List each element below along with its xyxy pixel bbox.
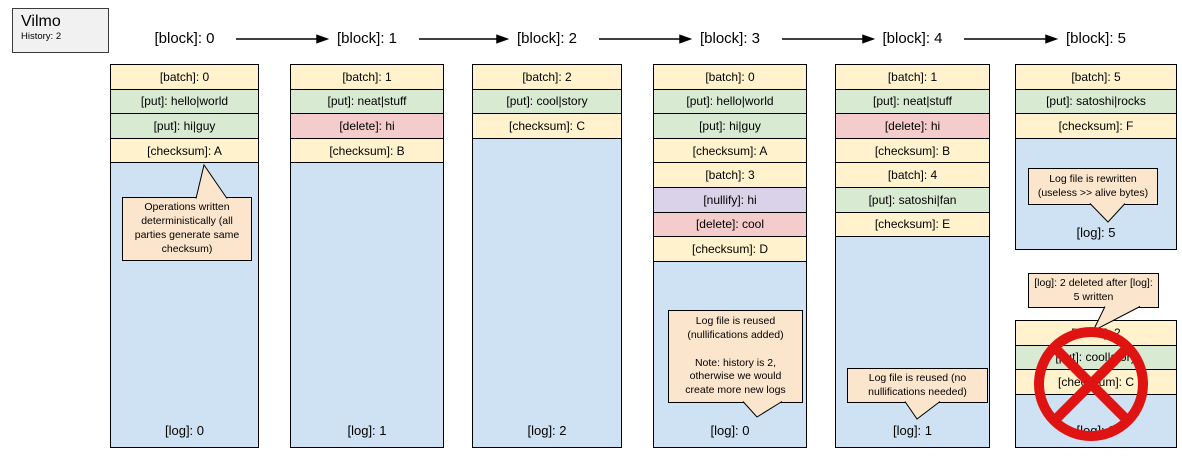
block-stack-4: [batch]: 1 [put]: neat|stuff [delete]: h… [835,64,990,448]
block-stack-1: [batch]: 1 [put]: neat|stuff [delete]: h… [290,64,444,448]
op-row-put: [put]: cool|story [472,88,622,115]
log-file-box: [log]: 1 [290,162,444,448]
op-row-put: [put]: hi|guy [110,113,259,139]
log-label: [log]: 2 [1076,423,1116,438]
op-row-put: [put]: cool|story [1015,344,1177,371]
callout-log-reused-nullifications: Log file is reused (nullifications added… [668,310,803,403]
block-5-current-stack: [batch]: 5 [put]: satoshi|rocks [checksu… [1015,64,1177,250]
log-file-box: [log]: 2 [472,137,622,448]
block-5-deleted-stack: [batch]: 2 [put]: cool|story [checksum]:… [1015,320,1177,448]
op-row-checksum: [checksum]: D [653,236,807,262]
op-row-delete: [delete]: hi [835,113,990,139]
op-row-batch: [batch]: 1 [835,64,990,90]
op-row-delete: [delete]: cool [653,211,807,238]
op-row-batch: [batch]: 1 [290,64,444,90]
op-row-batch: [batch]: 5 [1015,64,1177,90]
log-file-box: [log]: 2 [1015,393,1177,448]
log-label: [log]: 0 [710,423,750,438]
title-box: Vilmo History: 2 [12,8,109,53]
block-header-5: [block]: 5 [1065,30,1127,47]
block-stack-2: [batch]: 2 [put]: cool|story [checksum]:… [472,64,622,448]
op-row-checksum: [checksum]: A [653,137,807,164]
op-row-batch: [batch]: 2 [1015,320,1177,346]
op-row-nullify: [nullify]: hi [653,186,807,213]
block-header-4: [block]: 4 [882,30,943,47]
callout-log-deleted: [log]: 2 deleted after [log]: 5 written [1028,273,1159,308]
op-row-put: [put]: satoshi|rocks [1015,88,1177,115]
callout-deterministic-note: Operations written deterministically (al… [122,197,252,261]
log-label: [log]: 1 [347,423,387,438]
op-row-checksum: [checksum]: C [472,113,622,139]
log-file-box: [log]: 1 [835,236,990,448]
app-title: Vilmo [21,13,61,30]
block-header-0: [block]: 0 [154,30,215,47]
log-label: [log]: 1 [892,423,933,438]
log-label: [log]: 0 [164,423,205,438]
op-row-checksum: [checksum]: B [835,137,990,164]
op-row-put: [put]: neat|stuff [835,88,990,115]
op-row-put: [put]: hi|guy [653,113,807,139]
op-row-checksum: [checksum]: E [835,211,990,238]
op-row-checksum: [checksum]: B [290,137,444,164]
callout-log-reused: Log file is reused (no nullifications ne… [847,368,988,403]
callout-log-rewritten: Log file is rewritten (useless >> alive … [1028,168,1158,205]
history-setting: History: 2 [21,31,62,42]
op-row-batch: [batch]: 3 [653,162,807,188]
block-stack-5: [batch]: 5 [put]: satoshi|rocks [checksu… [1015,64,1177,448]
block-header-2: [block]: 2 [516,30,578,47]
log-label: [log]: 5 [1076,225,1116,240]
op-row-put: [put]: neat|stuff [290,88,444,115]
op-row-checksum: [checksum]: A [110,137,259,164]
block-header-1: [block]: 1 [336,30,398,47]
block-header-3: [block]: 3 [699,30,761,47]
op-row-put: [put]: hello|world [653,88,807,115]
block-stack-3: [batch]: 0 [put]: hello|world [put]: hi|… [653,64,807,448]
op-row-batch: [batch]: 0 [110,64,259,90]
op-row-batch: [batch]: 2 [472,64,622,90]
op-row-put: [put]: hello|world [110,88,259,115]
op-row-put: [put]: satoshi|fan [835,186,990,213]
op-row-delete: [delete]: hi [290,113,444,139]
log-label: [log]: 2 [527,423,567,438]
op-row-checksum: [checksum]: F [1015,113,1177,139]
op-row-checksum: [checksum]: C [1015,369,1177,395]
op-row-batch: [batch]: 0 [653,64,807,90]
op-row-batch: [batch]: 4 [835,162,990,188]
